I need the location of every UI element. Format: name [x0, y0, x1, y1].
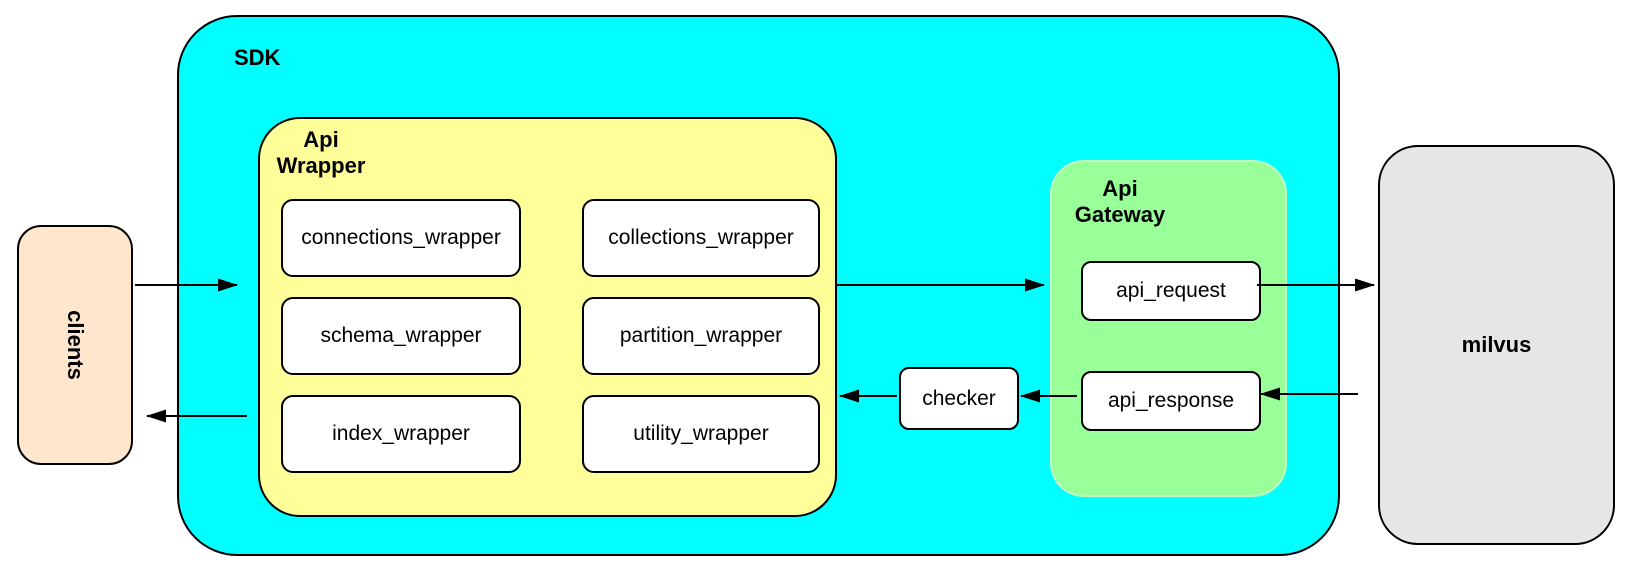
collections-wrapper-box: collections_wrapper — [582, 199, 820, 277]
sdk-container: SDK Api Wrapper connections_wrapper coll… — [177, 15, 1340, 556]
sdk-label: SDK — [234, 45, 281, 70]
clients-box: clients — [17, 225, 133, 465]
api-gateway-label-line2: Gateway — [1074, 202, 1166, 227]
schema-wrapper-box: schema_wrapper — [281, 297, 521, 375]
api-gateway-label-line1: Api — [1102, 176, 1138, 201]
utility-wrapper-box: utility_wrapper — [582, 395, 820, 473]
api-wrapper-container: Api Wrapper connections_wrapper collecti… — [258, 117, 837, 517]
api-response-box: api_response — [1081, 371, 1261, 431]
clients-label: clients — [62, 310, 88, 380]
api-wrapper-label-line1: Api — [303, 127, 339, 152]
api-wrapper-label: Api Wrapper — [260, 127, 382, 179]
milvus-label: milvus — [1461, 332, 1532, 357]
partition-wrapper-box: partition_wrapper — [582, 297, 820, 375]
api-wrapper-label-line2: Wrapper — [276, 153, 366, 178]
milvus-box: milvus — [1378, 145, 1615, 545]
api-gateway-label: Api Gateway — [1052, 176, 1188, 228]
api-request-box: api_request — [1081, 261, 1261, 321]
api-gateway-container: Api Gateway api_request api_response — [1050, 160, 1287, 497]
connections-wrapper-box: connections_wrapper — [281, 199, 521, 277]
index-wrapper-box: index_wrapper — [281, 395, 521, 473]
checker-box: checker — [899, 367, 1019, 430]
